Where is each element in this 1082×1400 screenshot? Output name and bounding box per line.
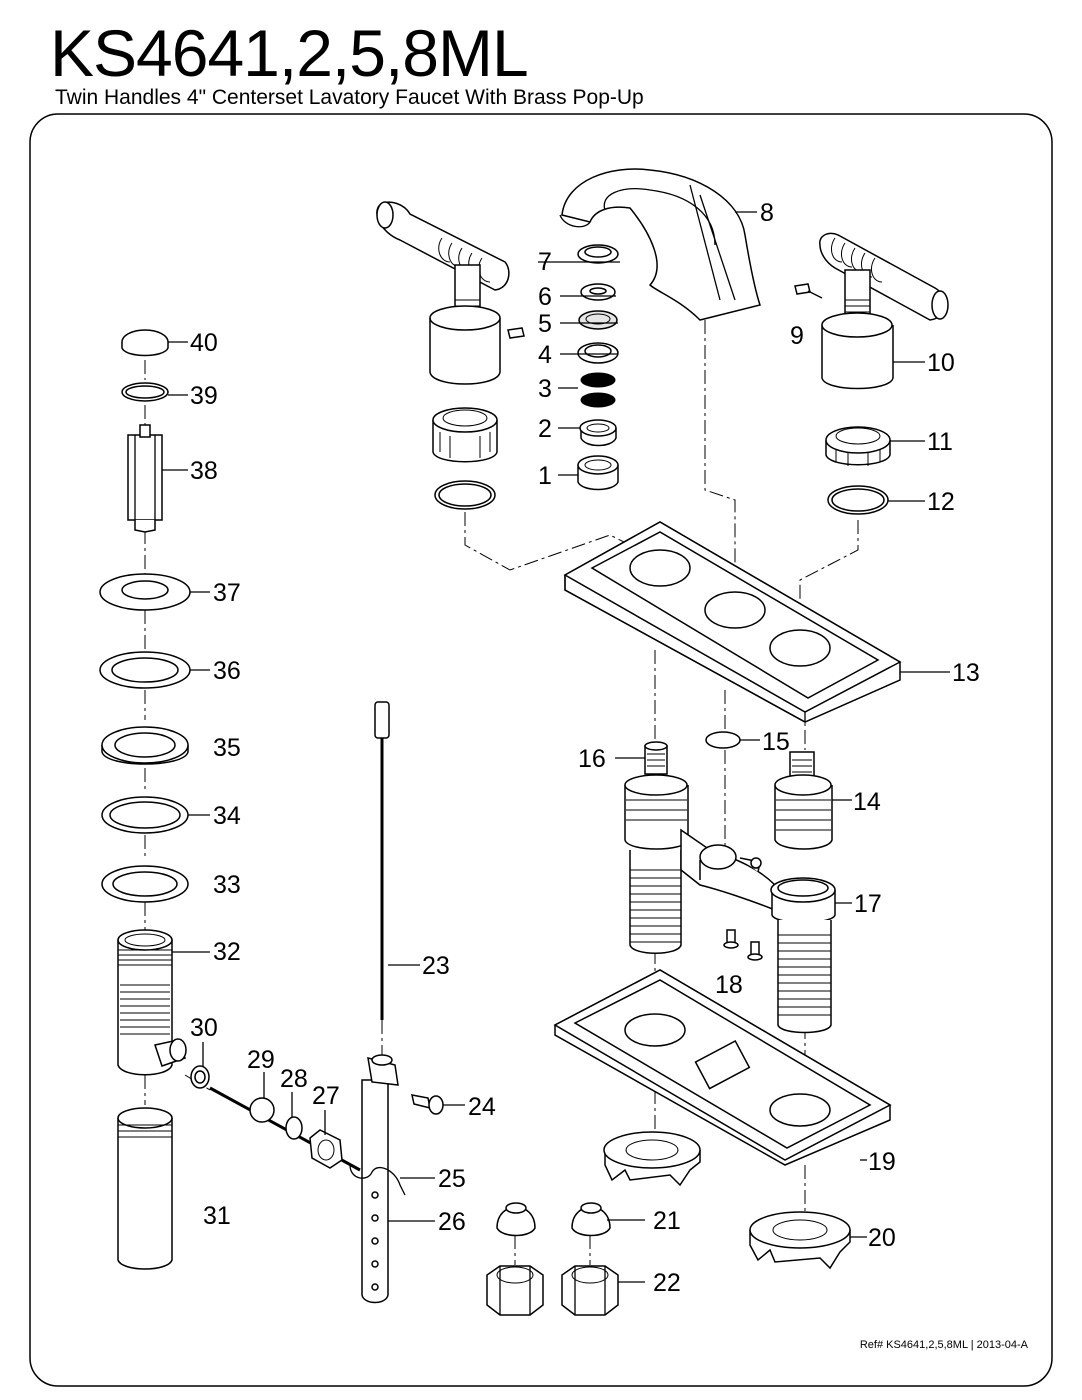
aerator-stack [577,244,619,491]
supply-couplings [486,1202,619,1316]
part-label-16: 16 [578,745,606,773]
part-labels: 1 2 3 4 5 6 7 8 9 10 11 12 13 14 15 16 1… [190,199,980,1297]
deck-plate [563,521,902,724]
part-label-35: 35 [213,734,241,762]
part-label-37: 37 [213,579,241,607]
part-label-4: 4 [538,341,552,369]
part-label-7: 7 [538,248,552,276]
part-label-33: 33 [213,871,241,899]
page-title: KS4641,2,5,8ML [50,16,529,90]
leader-lines [162,211,950,1283]
part-label-31: 31 [203,1202,231,1230]
part-label-22: 22 [653,1269,681,1297]
part-label-28: 28 [280,1065,308,1093]
part-label-34: 34 [213,802,241,830]
part-label-20: 20 [868,1224,896,1252]
part-label-14: 14 [853,788,881,816]
part-label-39: 39 [190,382,218,410]
valve-manifold [624,731,836,1034]
part-label-32: 32 [213,938,241,966]
part-label-23: 23 [422,952,450,980]
part-label-11: 11 [927,428,953,456]
diagram-frame [29,113,1053,1387]
part-label-40: 40 [190,329,218,357]
part-label-29: 29 [247,1046,275,1074]
part-label-26: 26 [438,1208,466,1236]
part-label-18: 18 [715,971,743,999]
part-label-8: 8 [760,199,774,227]
part-label-13: 13 [952,659,980,687]
part-label-5: 5 [538,310,552,338]
part-label-3: 3 [538,375,552,403]
part-label-27: 27 [312,1082,340,1110]
part-label-12: 12 [927,488,955,516]
part-label-30: 30 [190,1014,218,1042]
drain-assembly [99,329,210,1270]
part-label-1: 1 [538,462,552,490]
part-label-2: 2 [538,415,552,443]
part-label-38: 38 [190,457,218,485]
part-label-10: 10 [927,349,955,377]
reference-note: Ref# KS4641,2,5,8ML | 2013-04-A [860,1339,1029,1351]
part-label-24: 24 [468,1093,496,1121]
part-label-21: 21 [653,1207,681,1235]
part-label-6: 6 [538,283,552,311]
right-handle [794,232,949,515]
part-label-36: 36 [213,657,241,685]
page-subtitle: Twin Handles 4" Centerset Lavatory Fauce… [55,86,644,109]
base-gasket [553,969,892,1166]
mounting-nuts [603,1131,851,1270]
part-label-19: 19 [868,1148,896,1176]
spout [559,168,761,321]
left-handle [376,201,525,510]
popup-linkage [209,701,444,1304]
part-label-9: 9 [790,322,804,350]
part-label-25: 25 [438,1165,466,1193]
part-label-15: 15 [762,728,790,756]
part-label-17: 17 [854,890,882,918]
